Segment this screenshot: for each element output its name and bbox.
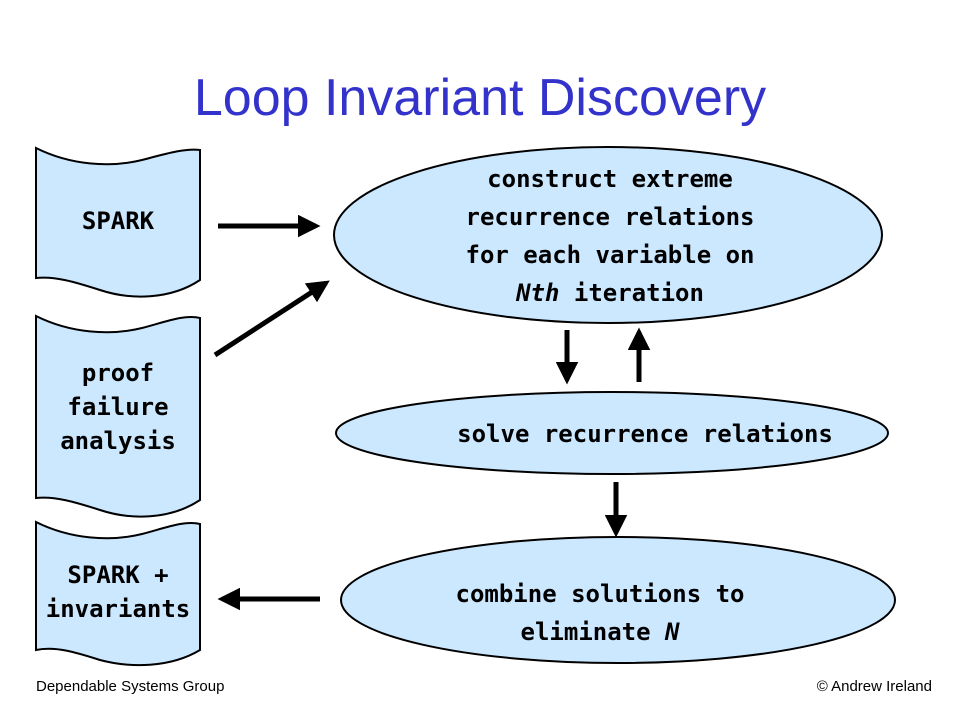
construct-recurrence-ellipse <box>333 146 883 324</box>
invariants-line-2: invariants <box>45 595 191 623</box>
construct-iteration: iteration <box>559 279 704 307</box>
construct-line-4: Nth iteration <box>380 274 840 312</box>
solve-text: solve recurrence relations <box>457 420 833 448</box>
combine-line-2: eliminate N <box>370 613 830 651</box>
solve-recurrence-label: solve recurrence relations <box>360 415 930 453</box>
combine-eliminate: eliminate <box>520 618 666 646</box>
construct-line-3: for each variable on <box>465 241 755 269</box>
combine-line-1: combine solutions to <box>455 580 745 608</box>
construct-line-2: recurrence relations <box>465 203 755 231</box>
construct-recurrence-label: construct extreme recurrence relations f… <box>380 160 840 312</box>
construct-nth: Nth <box>516 279 560 307</box>
footer-group: Dependable Systems Group <box>36 678 225 695</box>
arrow-proof-to-construct <box>213 280 330 358</box>
spark-label: SPARK <box>36 204 200 238</box>
spark-text: SPARK <box>81 207 155 235</box>
proof-failure-analysis-document <box>35 314 201 518</box>
combine-n: N <box>665 618 680 646</box>
proof-line-1: proof <box>81 359 155 387</box>
proof-line-3: analysis <box>60 427 176 455</box>
spark-document <box>35 146 201 298</box>
construct-line-1: construct extreme <box>487 165 733 193</box>
combine-solutions-label: combine solutions to eliminate N <box>370 575 830 651</box>
invariants-line-1: SPARK + <box>67 561 169 589</box>
proof-failure-analysis-label: proof failure analysis <box>36 356 200 458</box>
spark-invariants-label: SPARK + invariants <box>30 558 206 626</box>
proof-line-2: failure <box>67 393 169 421</box>
spark-invariants-document <box>35 520 201 667</box>
slide-title: Loop Invariant Discovery <box>193 69 767 127</box>
solve-recurrence-ellipse <box>335 391 889 475</box>
footer-copyright: © Andrew Ireland <box>816 678 932 695</box>
